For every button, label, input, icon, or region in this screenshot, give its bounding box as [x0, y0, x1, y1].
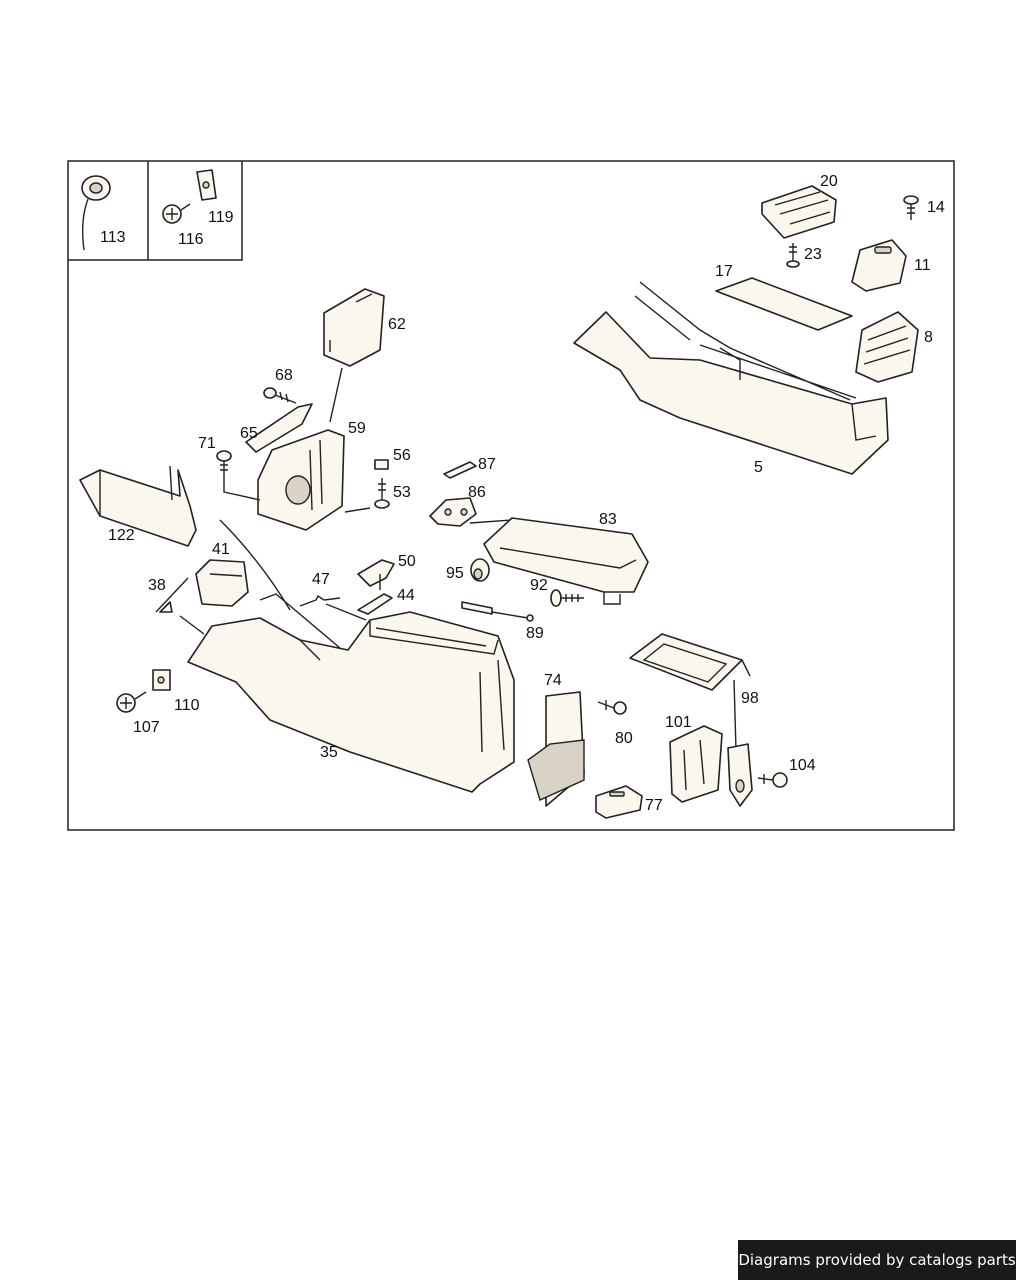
part-98-tray [629, 633, 751, 751]
part-122-trim [79, 465, 197, 547]
label-65: 65 [240, 425, 258, 442]
label-50: 50 [398, 553, 416, 570]
part-119-clip [196, 169, 217, 201]
part-56-clip [374, 459, 389, 470]
label-14: 14 [927, 199, 945, 216]
part-87-plate [443, 461, 477, 479]
label-38: 38 [148, 577, 166, 594]
watermark-banner: Diagrams provided by catalogs parts [738, 1240, 1016, 1280]
part-107-screw [116, 691, 147, 713]
label-17: 17 [715, 263, 733, 280]
label-95: 95 [446, 565, 464, 582]
label-101: 101 [665, 714, 692, 731]
arrow-53 [344, 507, 371, 513]
label-47: 47 [312, 571, 330, 588]
label-92: 92 [530, 577, 548, 594]
label-107: 107 [133, 719, 160, 736]
label-83: 83 [599, 511, 617, 528]
label-68: 68 [275, 367, 293, 384]
label-122: 122 [108, 527, 135, 544]
label-59: 59 [348, 420, 366, 437]
label-80: 80 [615, 730, 633, 747]
part-41-insert [195, 559, 249, 607]
part-14-screw [903, 195, 919, 220]
label-87: 87 [478, 456, 496, 473]
label-104: 104 [789, 757, 816, 774]
label-23: 23 [804, 246, 822, 263]
label-86: 86 [468, 484, 486, 501]
arrow-38 [179, 615, 205, 635]
watermark-text: Diagrams provided by catalogs parts [738, 1251, 1016, 1269]
part-104-screw [757, 772, 788, 788]
part-11-cap [851, 239, 907, 292]
label-44: 44 [397, 587, 415, 604]
label-119: 119 [208, 209, 234, 226]
part-86-latch [429, 497, 477, 527]
label-71: 71 [198, 435, 216, 452]
label-5: 5 [754, 459, 763, 476]
arrow-86 [469, 519, 513, 524]
arrow-62 [329, 367, 343, 423]
part-74-panel [527, 691, 585, 807]
part-95-bumper [470, 558, 490, 582]
part-23-screw [786, 243, 800, 268]
part-98-belt [727, 743, 753, 807]
part-59-housing [257, 429, 345, 531]
part-47-wire [299, 594, 341, 607]
part-68-screw [263, 387, 297, 404]
label-110: 110 [174, 697, 200, 714]
label-41: 41 [212, 541, 230, 558]
part-101-holder [669, 725, 723, 803]
part-50-clip [357, 559, 395, 590]
part-71-screw [216, 450, 261, 501]
part-77-block [595, 785, 643, 819]
part-8-cupholder [855, 311, 919, 383]
label-53: 53 [393, 484, 411, 501]
part-62-cover [323, 288, 385, 367]
label-74: 74 [544, 672, 562, 689]
inset-box-frame [68, 161, 243, 261]
part-17-lid [715, 277, 853, 331]
label-116: 116 [178, 231, 204, 248]
part-5-rear-console [573, 281, 889, 475]
part-53-screw [374, 478, 390, 509]
label-77: 77 [645, 797, 663, 814]
part-35-front-console [187, 593, 515, 793]
part-65-trim [245, 403, 313, 453]
part-44-pad [357, 593, 393, 615]
part-92-screw [550, 589, 584, 607]
label-56: 56 [393, 447, 411, 464]
part-83-armrest [483, 517, 649, 605]
label-89: 89 [526, 625, 544, 642]
label-8: 8 [924, 329, 933, 346]
part-38-strip [155, 577, 189, 613]
part-110-clip [152, 669, 171, 691]
arrow-47 [325, 603, 367, 621]
label-35: 35 [320, 744, 338, 761]
part-113-grommet [81, 175, 111, 251]
part-20-bracket [761, 185, 837, 239]
label-62: 62 [388, 316, 406, 333]
label-98: 98 [741, 690, 759, 707]
part-80-screw [597, 700, 627, 715]
label-113: 113 [100, 229, 126, 246]
diagram-frame [67, 160, 955, 831]
label-11: 11 [914, 257, 931, 274]
label-20: 20 [820, 173, 838, 190]
part-89-strut [461, 601, 534, 622]
part-116-screw [162, 203, 191, 224]
